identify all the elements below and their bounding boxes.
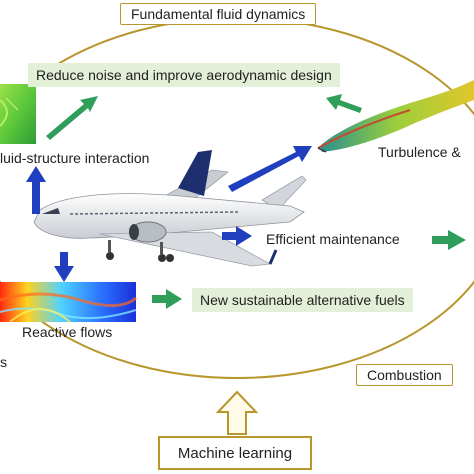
hollow-up-arrow (215, 390, 259, 435)
green-arrow-to-noise (46, 96, 98, 140)
noise-design-box: Reduce noise and improve aerodynamic des… (28, 63, 340, 87)
fsi-label: luid-structure interaction (0, 150, 150, 166)
maintenance-label: Efficient maintenance (266, 231, 400, 247)
blue-arrow-down (54, 252, 74, 282)
turbulence-label: Turbulence & (378, 144, 461, 160)
machine-learning-box: Machine learning (158, 436, 312, 470)
combustion-label: Combustion (367, 367, 442, 383)
blue-arrow-diagonal (228, 146, 312, 192)
fuels-label: New sustainable alternative fuels (200, 292, 405, 308)
machine-learning-label: Machine learning (177, 444, 293, 462)
reactive-flows-label: Reactive flows (22, 324, 113, 340)
turbulence-blade-image (317, 80, 474, 153)
fsi-image (0, 84, 36, 144)
left-fragment-label: s (0, 354, 7, 370)
fundamental-fluid-dynamics-label: Fundamental fluid dynamics (131, 6, 306, 22)
green-arrow-from-turbulence (326, 94, 362, 113)
airplane-image (33, 150, 307, 267)
green-arrow-right-edge (432, 230, 466, 250)
blue-arrow-up (26, 166, 46, 214)
green-arrow-to-fuels (152, 289, 182, 309)
fuels-box: New sustainable alternative fuels (192, 288, 413, 312)
blue-arrow-right (222, 226, 252, 246)
reactive-flows-image (0, 282, 137, 323)
noise-design-label: Reduce noise and improve aerodynamic des… (36, 67, 332, 83)
fundamental-fluid-dynamics-box: Fundamental fluid dynamics (120, 3, 317, 25)
combustion-box: Combustion (356, 364, 453, 386)
